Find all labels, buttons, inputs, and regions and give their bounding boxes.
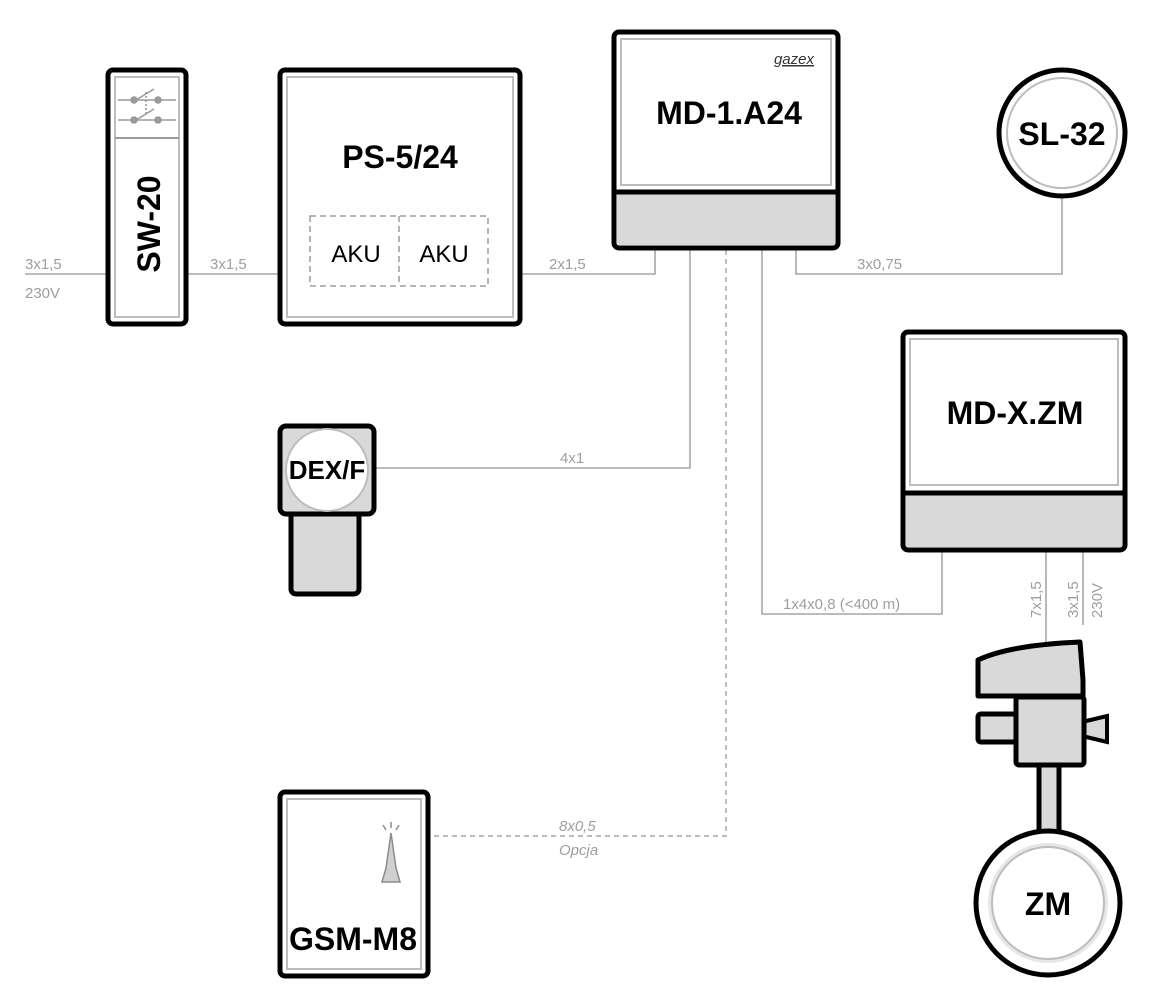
ps-label: PS-5/24 (342, 139, 458, 175)
wire-md-sl (795, 196, 1063, 275)
aku-2-label: AKU (419, 241, 468, 268)
wire-ps-md (520, 248, 656, 275)
sl32-label: SL-32 (1018, 116, 1105, 152)
aku-1-label: AKU (331, 241, 380, 268)
label-mdx-zm: 7x1,5 (1028, 581, 1045, 618)
label-sw-ps: 3x1,5 (210, 256, 247, 273)
wire-md-gsm (428, 250, 727, 837)
label-mdx-power: 3x1,5 (1065, 581, 1082, 618)
sl32-signaller: SL-32 (996, 67, 1128, 199)
sw20-switch: SW-20 (105, 67, 189, 327)
label-md-sl: 3x0,75 (857, 256, 902, 273)
label-md-mdx: 1x4x0,8 (<400 m) (783, 596, 900, 613)
zm-valve: ZM (973, 639, 1123, 978)
label-mains-in-volt: 230V (25, 285, 60, 302)
md1-controller: gazex MD-1.A24 (611, 29, 841, 251)
mdx-module: MD-X.ZM (900, 329, 1128, 553)
wire-md-mdx (761, 250, 943, 615)
label-gsm-option: Opcja (559, 842, 598, 859)
label-mains-in: 3x1,5 (25, 256, 62, 273)
dexf-detector: DEX/F (277, 423, 377, 597)
ps-power-supply: PS-5/24 AKU AKU (277, 67, 523, 327)
switch-icon (118, 88, 176, 124)
md1-label: MD-1.A24 (656, 95, 802, 131)
label-md-dex: 4x1 (560, 450, 584, 467)
antenna-icon (381, 822, 401, 883)
wire-md-dex (374, 250, 691, 469)
zm-label: ZM (1025, 886, 1071, 922)
dexf-label: DEX/F (289, 455, 366, 485)
label-ps-md: 2x1,5 (549, 256, 586, 273)
brand-label: gazex (774, 51, 815, 68)
gsm-module: GSM-M8 (277, 789, 431, 979)
wires (25, 196, 1084, 837)
label-gsm: 8x0,5 (559, 818, 596, 835)
sw20-label: SW-20 (131, 175, 167, 272)
label-mdx-power-volt: 230V (1089, 583, 1106, 618)
mdx-label: MD-X.ZM (947, 395, 1084, 431)
gsm-label: GSM-M8 (289, 921, 417, 957)
